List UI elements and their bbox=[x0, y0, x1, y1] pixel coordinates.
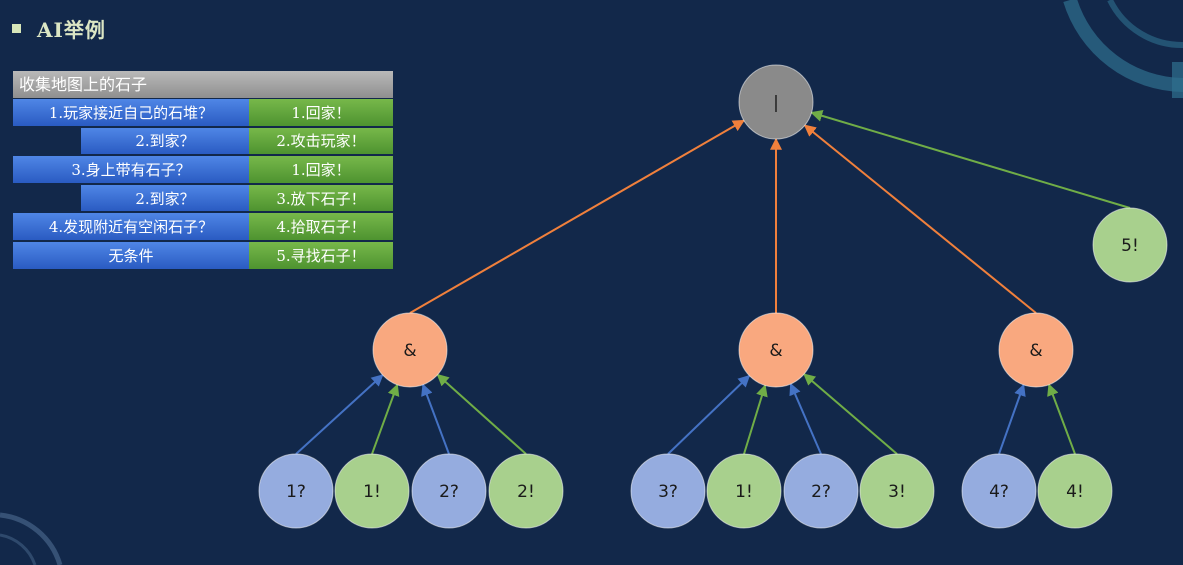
condition-node-label: 2? bbox=[811, 482, 831, 502]
rule-condition-label: 4.发现附近有空闲石子？ bbox=[13, 213, 249, 240]
condition-node: 2? bbox=[411, 453, 487, 529]
rule-condition-cell: 1.玩家接近自己的石堆？ bbox=[13, 98, 249, 127]
rule-condition-cell: 2.到家？ bbox=[13, 184, 249, 213]
root-selector-node: | bbox=[738, 64, 814, 140]
sequence-and-node: & bbox=[998, 312, 1074, 388]
edge-leaf-to-and bbox=[295, 374, 384, 455]
root-selector-node-circle bbox=[738, 64, 814, 140]
rule-condition-label: 2.到家？ bbox=[81, 127, 249, 155]
action-node-label: 1! bbox=[735, 482, 753, 502]
tree-nodes: | & 1? 1! 2? 2! & 3? 1! 2? 3! & 4? 4! 5! bbox=[258, 64, 1168, 529]
rule-action-label: 3.放下石子！ bbox=[249, 184, 393, 212]
edge-leaf-to-and bbox=[1047, 383, 1076, 455]
condition-node: 2? bbox=[783, 453, 859, 529]
rule-condition-cell: 2.到家？ bbox=[13, 127, 249, 156]
slide-title: AI举例 bbox=[37, 18, 106, 42]
rule-action-label: 1.回家！ bbox=[249, 156, 393, 183]
action-node-circle bbox=[1092, 207, 1168, 283]
action-node: 3! bbox=[859, 453, 935, 529]
sequence-and-node-label: & bbox=[403, 341, 416, 361]
rule-table-rows: 1.玩家接近自己的石堆？1.回家！2.到家？2.攻击玩家！3.身上带有石子？1.… bbox=[13, 98, 393, 270]
action-node-circle bbox=[1037, 453, 1113, 529]
condition-node-circle bbox=[783, 453, 859, 529]
title-block: AI举例 bbox=[12, 14, 106, 43]
action-node: 5! bbox=[1092, 207, 1168, 283]
rule-condition-label: 3.身上带有石子？ bbox=[13, 156, 249, 183]
condition-node: 4? bbox=[961, 453, 1037, 529]
edge-leaf-to-and bbox=[743, 384, 768, 455]
action-node-label: 4! bbox=[1066, 482, 1084, 502]
action-node-label: 5! bbox=[1121, 236, 1139, 256]
rule-table-header: 收集地图上的石子 bbox=[13, 71, 393, 98]
sequence-and-node-label: & bbox=[769, 341, 782, 361]
edge-leaf-to-and bbox=[371, 383, 400, 455]
rule-table-row: 3.身上带有石子？1.回家！ bbox=[13, 155, 393, 184]
rule-condition-cell: 4.发现附近有空闲石子？ bbox=[13, 212, 249, 241]
sequence-and-node-circle bbox=[738, 312, 814, 388]
sequence-and-node: & bbox=[372, 312, 448, 388]
condition-node-circle bbox=[961, 453, 1037, 529]
condition-node: 3? bbox=[630, 453, 706, 529]
edge-and-to-root bbox=[803, 124, 1037, 314]
action-node-circle bbox=[334, 453, 410, 529]
condition-node-circle bbox=[630, 453, 706, 529]
rule-table-row: 1.玩家接近自己的石堆？1.回家！ bbox=[13, 98, 393, 127]
action-node-circle bbox=[488, 453, 564, 529]
root-selector-node-label: | bbox=[773, 93, 779, 113]
rule-condition-label: 无条件 bbox=[13, 241, 249, 269]
rule-condition-label: 2.到家？ bbox=[81, 184, 249, 212]
edge-leaf-to-and bbox=[667, 374, 751, 455]
rule-condition-cell: 无条件 bbox=[13, 241, 249, 270]
edge-direct-action-to-root bbox=[810, 109, 1131, 209]
edge-leaf-to-and bbox=[436, 373, 527, 455]
action-node: 2! bbox=[488, 453, 564, 529]
sequence-and-node-circle bbox=[372, 312, 448, 388]
action-node-circle bbox=[706, 453, 782, 529]
condition-node: 1? bbox=[258, 453, 334, 529]
rule-condition-label: 1.玩家接近自己的石堆？ bbox=[13, 99, 249, 126]
sequence-and-node-circle bbox=[998, 312, 1074, 388]
action-node-label: 1! bbox=[363, 482, 381, 502]
action-node-label: 3! bbox=[888, 482, 906, 502]
rule-condition-cell: 3.身上带有石子？ bbox=[13, 155, 249, 184]
rule-table: 收集地图上的石子 1.玩家接近自己的石堆？1.回家！2.到家？2.攻击玩家！3.… bbox=[13, 71, 393, 270]
action-node: 4! bbox=[1037, 453, 1113, 529]
edge-leaf-to-and bbox=[421, 383, 450, 455]
rule-action-label: 2.攻击玩家！ bbox=[249, 127, 393, 155]
rule-action-label: 5.寻找石子！ bbox=[249, 241, 393, 269]
rule-action-label: 1.回家！ bbox=[249, 99, 393, 126]
condition-node-label: 3? bbox=[658, 482, 678, 502]
action-node: 1! bbox=[706, 453, 782, 529]
rule-action-label: 4.拾取石子！ bbox=[249, 213, 393, 240]
edge-leaf-to-and bbox=[998, 383, 1026, 455]
rule-table-row: 2.到家？2.攻击玩家！ bbox=[13, 127, 393, 156]
tree-edges bbox=[295, 109, 1131, 455]
condition-node-label: 4? bbox=[989, 482, 1009, 502]
edge-leaf-to-and bbox=[789, 382, 822, 455]
edge-leaf-to-and bbox=[803, 373, 898, 455]
edge-and-to-root bbox=[409, 119, 745, 314]
sequence-and-node: & bbox=[738, 312, 814, 388]
action-node-circle bbox=[859, 453, 935, 529]
condition-node-label: 2? bbox=[439, 482, 459, 502]
condition-node-circle bbox=[258, 453, 334, 529]
rule-table-row: 4.发现附近有空闲石子？4.拾取石子！ bbox=[13, 212, 393, 241]
action-node: 1! bbox=[334, 453, 410, 529]
sequence-and-node-label: & bbox=[1029, 341, 1042, 361]
condition-node-circle bbox=[411, 453, 487, 529]
condition-node-label: 1? bbox=[286, 482, 306, 502]
bullet-icon bbox=[12, 24, 21, 33]
action-node-label: 2! bbox=[517, 482, 535, 502]
rule-table-row: 2.到家？3.放下石子！ bbox=[13, 184, 393, 213]
